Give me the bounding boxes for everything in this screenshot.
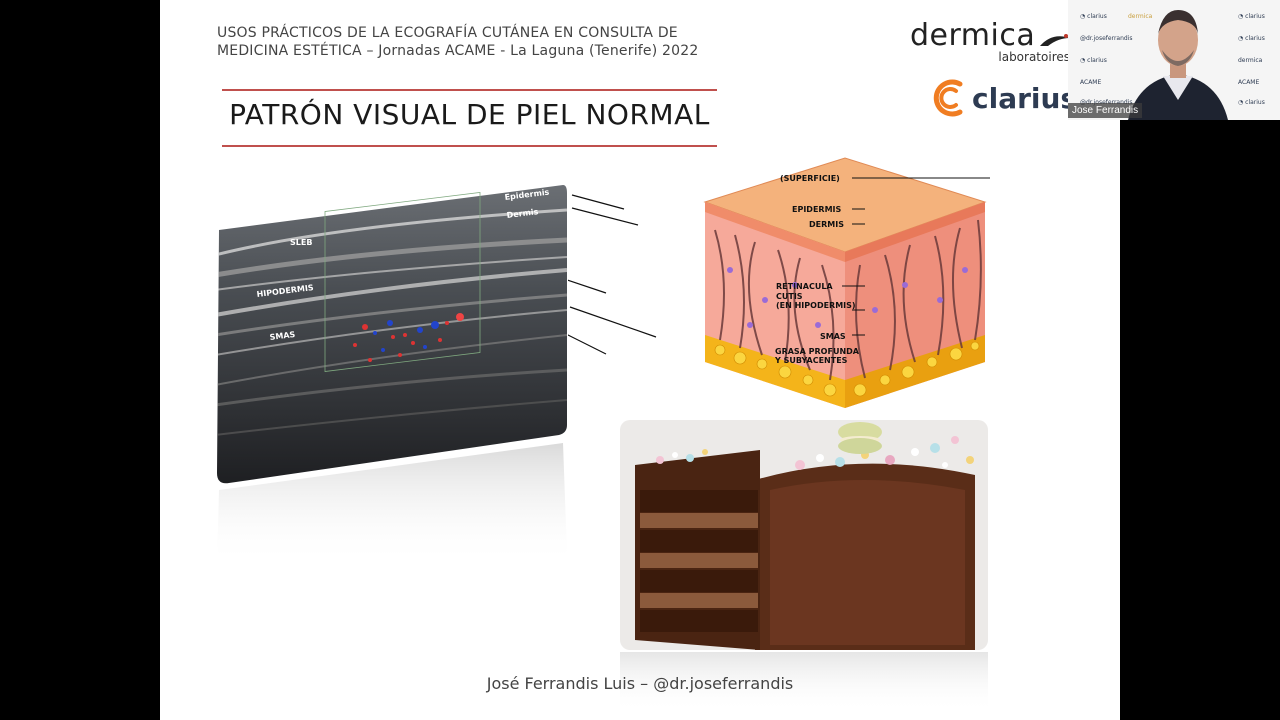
slide-footer-author: José Ferrandis Luis – @dr.joseferrandis <box>486 674 794 693</box>
us-label-sleb: SLEB <box>290 238 312 247</box>
diagram-label-epidermis: EPIDERMIS <box>792 205 842 214</box>
header-line-1: USOS PRÁCTICOS DE LA ECOGRAFÍA CUTÁNEA E… <box>217 25 678 41</box>
slide-title: PATRÓN VISUAL DE PIEL NORMAL <box>229 98 710 131</box>
diagram-label-retinacula: RETINACULA <box>776 282 833 291</box>
title-rule-bottom <box>222 145 717 147</box>
diagram-label-dermis: DERMIS <box>809 220 844 229</box>
svg-text:◔ clarius: ◔ clarius <box>1238 99 1265 106</box>
diagram-label-cutis: CUTIS <box>776 292 803 301</box>
diagram-label-superficie: (SUPERFICIE) <box>780 174 840 183</box>
webcam-video-tile[interactable]: ◔ clarius dermica ◔ clarius @dr.joseferra… <box>1068 0 1280 120</box>
logo-backdrop: ◔ clarius dermica ◔ clarius @dr.joseferra… <box>1068 0 1280 120</box>
title-rule-top <box>222 89 717 91</box>
diagram-label-y-subyacentes: Y SUBYACENTES <box>774 356 848 365</box>
skin-layers-diagram: (SUPERFICIE) EPIDERMIS DERMIS RETINACULA… <box>703 157 990 408</box>
diagram-label-grasa-profunda: GRASA PROFUNDA <box>775 347 860 356</box>
clarius-logo: clarius <box>932 78 1077 118</box>
svg-text:@dr.joseferrandis: @dr.joseferrandis <box>1080 35 1133 42</box>
diagram-label-smas: SMAS <box>820 332 846 341</box>
us-label-smas: SMAS <box>269 330 296 342</box>
svg-text:@dr.joseferrandis: @dr.joseferrandis <box>1080 99 1133 106</box>
dermica-swoosh-icon <box>1040 34 1070 46</box>
svg-text:ACAME: ACAME <box>1238 79 1259 86</box>
us-label-dermis: Dermis <box>506 207 539 220</box>
svg-text:dermica: dermica <box>1128 13 1153 20</box>
header-line-2: MEDICINA ESTÉTICA – Jornadas ACAME - La … <box>217 43 699 59</box>
presentation-slide: USOS PRÁCTICOS DE LA ECOGRAFÍA CUTÁNEA E… <box>160 0 1120 720</box>
svg-text:◔ clarius: ◔ clarius <box>1238 13 1265 20</box>
svg-text:◔ clarius: ◔ clarius <box>1238 35 1265 42</box>
ultrasound-reflection <box>217 443 567 565</box>
chocolate-cake-photo <box>620 420 988 712</box>
label-connector-lines <box>568 194 657 355</box>
clarius-logo-text: clarius <box>972 81 1078 115</box>
cake-reflection <box>620 652 988 712</box>
svg-text:◔ clarius: ◔ clarius <box>1080 57 1107 64</box>
presentation-header: USOS PRÁCTICOS DE LA ECOGRAFÍA CUTÁNEA E… <box>217 24 737 60</box>
dermica-logo: dermica laboratoires <box>910 18 1070 68</box>
svg-text:ACAME: ACAME <box>1080 79 1101 86</box>
participant-name-label: Jose Ferrandis <box>1068 103 1143 118</box>
svg-text:◔ clarius: ◔ clarius <box>1080 13 1107 20</box>
diagram-label-en-hipodermis: (EN HIPODERMIS) <box>776 301 856 310</box>
dermica-logo-subtitle: laboratoires <box>998 50 1070 64</box>
clarius-c-icon <box>933 79 963 117</box>
ultrasound-image: Epidermis Dermis SLEB HIPODERMIS SMAS <box>217 185 567 565</box>
svg-text:dermica: dermica <box>1238 57 1263 64</box>
doppler-signal <box>353 313 464 362</box>
dermica-logo-text: dermica <box>910 18 1036 53</box>
